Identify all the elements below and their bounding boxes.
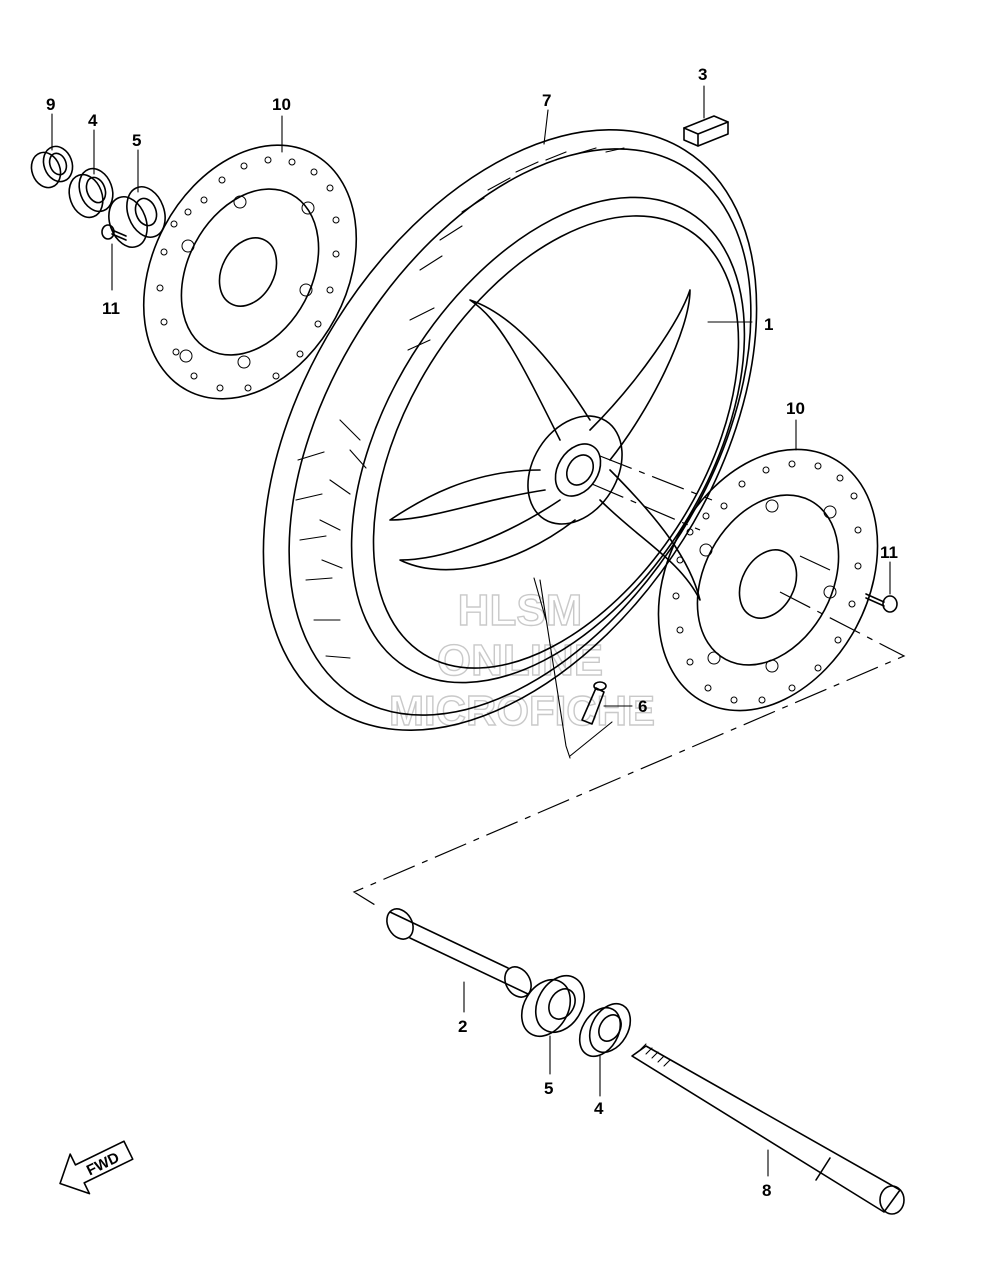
wheel-spokes <box>389 289 701 601</box>
part-8-axle[interactable] <box>631 1043 905 1215</box>
part-11-disc-bolt-left <box>101 224 127 241</box>
disc-left-bolts <box>179 195 315 369</box>
part-4-oil-seal-left <box>68 167 114 219</box>
tire-tread-pattern <box>295 147 625 659</box>
leader-lines <box>51 85 891 1177</box>
part-5-bearing-left <box>108 186 166 248</box>
brake-disc-left[interactable] <box>101 108 398 436</box>
disc-left-holes <box>156 156 340 392</box>
part-6-air-valve[interactable] <box>581 681 607 725</box>
callout-7: 7 <box>542 91 551 110</box>
part-4-oil-seal-right[interactable] <box>571 996 638 1063</box>
part-3-balance-weight[interactable] <box>683 115 729 147</box>
callout-9: 9 <box>46 95 55 114</box>
callout-10-right: 10 <box>786 399 805 418</box>
fwd-direction-badge: FWD <box>59 1140 134 1195</box>
tire-outer-edge <box>262 128 758 732</box>
watermark-line-1: HLSM <box>458 586 583 635</box>
tire-tread-edge <box>288 148 752 716</box>
assembly-guide-lines <box>352 455 906 909</box>
callout-3: 3 <box>698 65 707 84</box>
part-2-spacer[interactable] <box>382 904 537 1002</box>
part-5-bearing-right[interactable] <box>512 967 594 1045</box>
callout-2: 2 <box>458 1017 467 1036</box>
fwd-label: FWD <box>84 1149 122 1179</box>
fwd-arrow-icon <box>59 1140 134 1195</box>
left-hub-small-parts[interactable] <box>27 142 172 252</box>
callout-1: 1 <box>764 315 773 334</box>
watermark-line-3: MICROFICHE <box>389 687 655 734</box>
rim-inner <box>372 215 740 669</box>
callout-8: 8 <box>762 1181 771 1200</box>
callout-10-left: 10 <box>272 95 291 114</box>
callout-4-left: 4 <box>88 111 98 130</box>
callout-5-left: 5 <box>132 131 141 150</box>
callout-6: 6 <box>638 697 647 716</box>
brake-disc-right[interactable] <box>615 411 921 749</box>
disc-right-bolts <box>699 499 837 673</box>
callout-labels: 1 2 3 4 4 5 5 6 7 8 9 10 10 11 11 <box>46 65 898 1200</box>
callout-11-right: 11 <box>880 543 898 562</box>
callout-5-right: 5 <box>544 1079 553 1098</box>
callout-11-left: 11 <box>102 299 120 318</box>
wheel-and-tire[interactable] <box>161 42 858 819</box>
part-11-disc-bolt-right[interactable] <box>865 593 898 613</box>
disc-right-holes <box>672 460 862 704</box>
callout-4-right: 4 <box>594 1099 604 1118</box>
